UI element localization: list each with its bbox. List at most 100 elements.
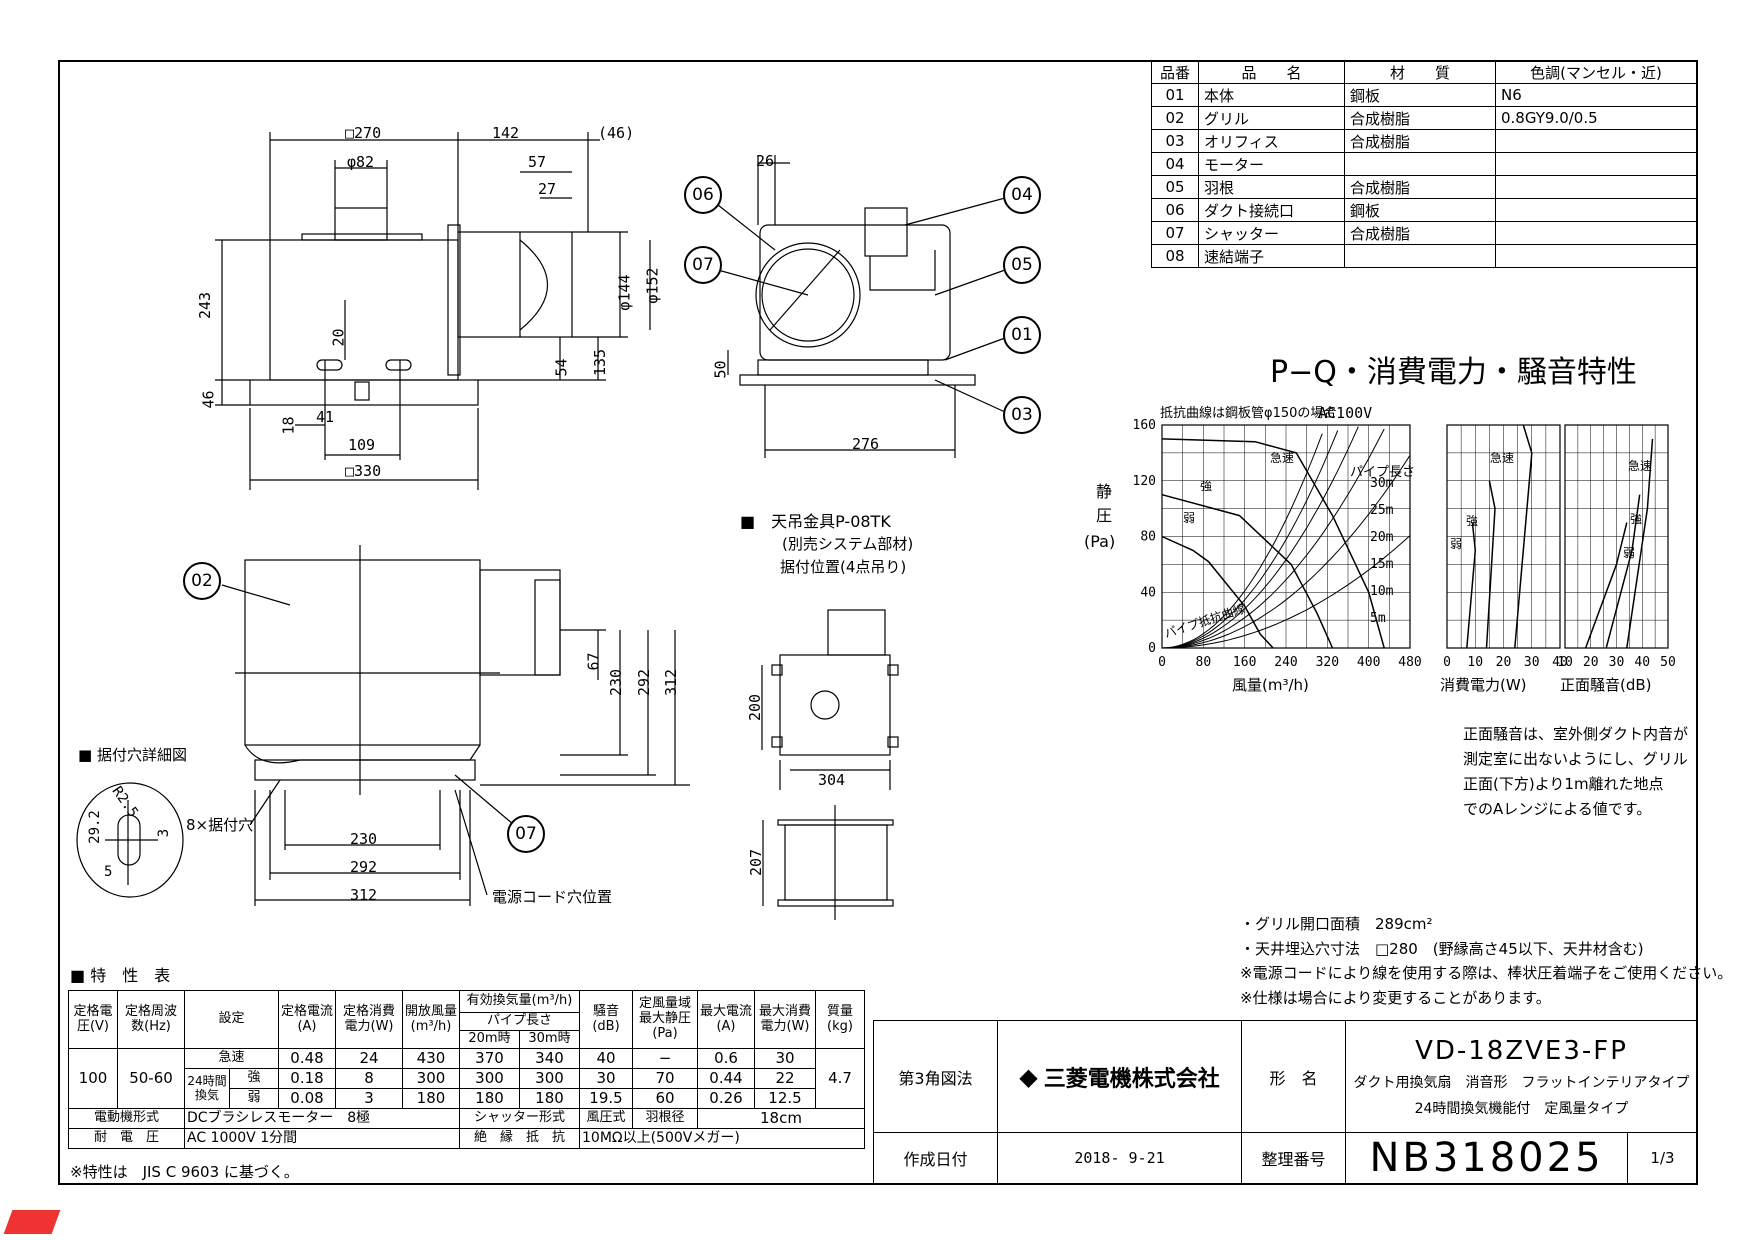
parts-name: オリフィス xyxy=(1198,129,1345,153)
spec-blade-label: 羽根径 xyxy=(632,1108,698,1129)
callout-07-side: 07 xyxy=(684,246,722,284)
mount-hole-label: 8×据付穴 xyxy=(186,816,254,834)
power-x-tick: 30 xyxy=(1524,655,1540,670)
projection: 第3角図法 xyxy=(873,1020,998,1133)
spec-noise-1: 30 xyxy=(579,1068,633,1089)
spec-m30-2: 180 xyxy=(519,1088,580,1109)
power-x-tick: 20 xyxy=(1496,655,1512,670)
model-desc2: 24時間換気機能付 定風量タイプ xyxy=(1414,1100,1629,1117)
pq-x-tick: 80 xyxy=(1196,655,1212,670)
spec-freq: 50-60 xyxy=(117,1048,185,1109)
pipe-curve-25m xyxy=(1161,430,1339,649)
spec-group24: 24時間換気 xyxy=(184,1068,230,1109)
dim-135: 135 xyxy=(591,348,610,377)
pipe-curve-20m xyxy=(1161,426,1359,649)
pq-y-tick: 120 xyxy=(1133,474,1156,489)
company-block: ◆ 三菱電機株式会社 xyxy=(997,1020,1242,1133)
note-3: ※電源コードにより線を使用する際は、棒状圧着端子をご使用ください。 xyxy=(1240,964,1733,982)
callout-04: 04 xyxy=(1003,176,1041,214)
mount-3: 3 xyxy=(156,828,173,838)
hanger-plate xyxy=(779,654,891,756)
parts-name: ダクト接続口 xyxy=(1198,198,1345,222)
noise-series-label: 急速 xyxy=(1628,458,1652,473)
spec-maxcur-2: 0.26 xyxy=(697,1088,755,1109)
noise-x-tick: 50 xyxy=(1660,655,1676,670)
parts-color xyxy=(1495,244,1697,268)
dim-243: 243 xyxy=(196,291,215,320)
spec-flow-2: 180 xyxy=(402,1088,460,1109)
hanger-dim-200: 200 xyxy=(746,693,765,722)
parts-name: 速結端子 xyxy=(1198,244,1345,268)
spec-noise-2: 19.5 xyxy=(579,1088,633,1109)
noise-x-tick: 40 xyxy=(1634,655,1650,670)
callout-01: 01 xyxy=(1003,316,1041,354)
spec-power-2: 3 xyxy=(335,1088,403,1109)
number-value: NB318025 xyxy=(1345,1132,1628,1184)
pq-x-tick: 160 xyxy=(1233,655,1256,670)
grille-body xyxy=(244,559,481,746)
model-block: VD-18ZVE3-FP ダクト用換気扇 消音形 フラットインテリアタイプ 24… xyxy=(1345,1020,1698,1133)
spec-h-mass: 質量(kg) xyxy=(815,990,865,1049)
duct-circle xyxy=(755,242,861,348)
pq-series-強 xyxy=(1161,493,1334,649)
spec-h-current: 定格電流(A) xyxy=(278,990,336,1049)
callout-06: 06 xyxy=(684,176,722,214)
parts-material: 合成樹脂 xyxy=(1344,129,1496,153)
corner-logo-icon xyxy=(3,1210,61,1234)
spec-maxpow-1: 22 xyxy=(754,1068,816,1089)
pipe-curve-15m xyxy=(1161,428,1385,649)
spec-blade-value: 18cm xyxy=(697,1108,865,1129)
grille-plate-top xyxy=(249,379,479,406)
power-x-tick: 40 xyxy=(1552,655,1568,670)
pipe-length-label: 15m xyxy=(1370,557,1394,572)
callout-07-bottom: 07 xyxy=(507,815,545,853)
spec-setting-1: 強 xyxy=(229,1068,279,1089)
spec-insul-value: 10MΩ以上(500Vメガー) xyxy=(579,1128,865,1149)
spec-insul-label: 絶 縁 抵 抗 xyxy=(459,1128,580,1149)
dim-67: 67 xyxy=(584,652,603,671)
x-label-pq: 風量(m³/h) xyxy=(1232,676,1309,694)
spec-voltage: 100 xyxy=(68,1048,118,1109)
number-label: 整理番号 xyxy=(1241,1132,1346,1184)
drawing-frame xyxy=(58,60,1698,1185)
pipe-length-label: 10m xyxy=(1370,584,1394,599)
grille-bottom-plate xyxy=(254,759,476,781)
dim-54: 54 xyxy=(552,358,571,377)
mount-5: 5 xyxy=(104,864,113,880)
noise-curve xyxy=(1626,438,1654,649)
note-1: ・グリル開口面積 289cm² xyxy=(1240,915,1433,933)
spec-flow-0: 430 xyxy=(402,1048,460,1069)
dim-46b: 46 xyxy=(199,390,218,409)
y-title-2: 圧 xyxy=(1096,506,1113,525)
dim-144: φ144 xyxy=(615,274,634,311)
dim-50: 50 xyxy=(711,360,730,379)
spec-h-static: 定風量域最大静圧(Pa) xyxy=(632,990,698,1049)
spec-shutter-label: シャッター形式 xyxy=(459,1108,580,1129)
power-series-label: 急速 xyxy=(1490,450,1514,465)
spec-table: 定格電圧(V) 定格周波数(Hz) 設定 定格電流(A) 定格消費電力(W) 開… xyxy=(68,990,865,1149)
spec-shutter-value: 風圧式 xyxy=(579,1108,633,1129)
x-label-power: 消費電力(W) xyxy=(1440,676,1527,694)
spec-m20-2: 180 xyxy=(459,1088,520,1109)
dim-152: φ152 xyxy=(643,267,662,304)
hanger-dim-304: 304 xyxy=(818,771,846,789)
noise-series-label: 強 xyxy=(1630,512,1642,526)
noise-x-tick: 10 xyxy=(1557,655,1573,670)
top-adapter xyxy=(334,207,388,241)
spec-power-1: 8 xyxy=(335,1068,403,1089)
spec-motor-label: 電動機形式 xyxy=(68,1108,185,1129)
parts-no: 03 xyxy=(1151,129,1199,153)
dim-330: □330 xyxy=(345,462,382,480)
duct-outlet xyxy=(457,231,573,338)
spec-title: ■ 特 性 表 xyxy=(70,966,171,985)
spec-power-0: 24 xyxy=(335,1048,403,1069)
dim-41: 41 xyxy=(316,408,335,426)
noise-note-1: 正面騒音は、室外側ダクト内音が xyxy=(1463,725,1689,743)
spec-maxpow-2: 12.5 xyxy=(754,1088,816,1109)
spec-m30-1: 300 xyxy=(519,1068,580,1089)
